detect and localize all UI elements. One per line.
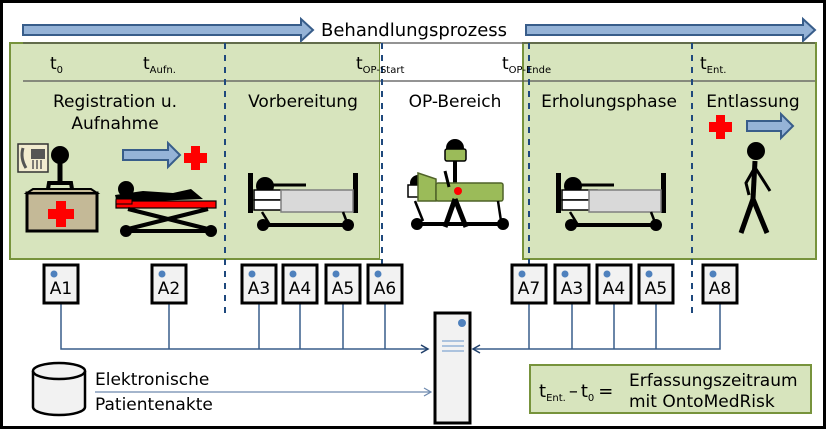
node-box: [595, 263, 633, 305]
bus-right: [471, 303, 721, 354]
node-a2: A2: [150, 263, 188, 305]
status-dot-icon: [709, 270, 717, 278]
database-label-1: Elektronische: [95, 370, 209, 390]
node-label: A5: [332, 279, 354, 299]
node-group: A1 A2 A3 A4 A5 A6 A7 A3 A4 A5 A8: [42, 263, 739, 305]
node-label: A4: [603, 279, 625, 299]
timepoint-top-ende: tOP-Ende: [502, 54, 551, 76]
status-dot-icon: [645, 270, 653, 278]
node-a8: A8: [701, 263, 739, 305]
red-cross-icon: [709, 115, 732, 139]
node-a3: A3: [553, 263, 591, 305]
exit-arrow-icon: [746, 111, 795, 141]
process-diagram: Behandlungsprozess t0 tAufn. tOP-Start t…: [9, 16, 817, 425]
node-box: [637, 263, 675, 305]
phase-label-vorbereitung: Vorbereitung: [248, 92, 358, 112]
node-label: A3: [561, 279, 583, 299]
node-label: A5: [645, 279, 667, 299]
node-box: [553, 263, 591, 305]
process-arrow-left: [22, 16, 315, 44]
node-a6: A6: [366, 263, 404, 305]
timepoint-t0: t0: [50, 54, 63, 76]
bus-left: [60, 303, 430, 354]
node-a4: A4: [595, 263, 633, 305]
node-box: [150, 263, 188, 305]
node-label: A4: [289, 279, 311, 299]
database-label-2: Patientenakte: [95, 395, 213, 415]
formula-rhs-1: Erfassungszeitraum: [629, 371, 798, 391]
formula-rhs-2: mit OntoMedRisk: [629, 392, 775, 412]
status-dot-icon: [158, 270, 166, 278]
timepoint-taufn: tAufn.: [143, 54, 176, 76]
node-label: A6: [374, 279, 396, 299]
status-dot-icon: [289, 270, 297, 278]
node-a5: A5: [324, 263, 362, 305]
status-dot-icon: [603, 270, 611, 278]
process-title: Behandlungsprozess: [321, 20, 507, 41]
status-dot-icon: [248, 270, 256, 278]
walking-person-icon: [738, 142, 772, 234]
phase-label-registration: Registration u.: [53, 92, 177, 112]
node-label: A1: [50, 279, 72, 299]
status-dot-icon: [561, 270, 569, 278]
timepoint-tent: tEnt.: [700, 54, 726, 76]
formula-lhs: tEnt.–t0=: [539, 381, 613, 404]
phase-label-erholungsphase: Erholungsphase: [541, 92, 677, 112]
connection-lines: [60, 303, 721, 354]
node-box: [366, 263, 404, 305]
phase-label-op-bereich: OP-Bereich: [409, 92, 502, 112]
node-a1: A1: [42, 263, 80, 305]
node-a4: A4: [281, 263, 319, 305]
node-box: [42, 263, 80, 305]
registration-desk-icon: [17, 143, 101, 233]
phase-dividers: [224, 43, 693, 317]
surgery-icon: [407, 139, 509, 230]
node-label: A7: [518, 279, 540, 299]
timepoint-top-start: tOP-Start: [356, 54, 404, 76]
node-box: [281, 263, 319, 305]
node-a7: A7: [510, 263, 548, 305]
node-box: [240, 263, 278, 305]
status-dot-icon: [332, 270, 340, 278]
node-a5: A5: [637, 263, 675, 305]
status-dot-icon: [518, 270, 526, 278]
node-label: A3: [248, 279, 270, 299]
node-label: A8: [709, 279, 731, 299]
process-arrow-right: [525, 16, 817, 44]
status-dot-icon: [50, 270, 58, 278]
status-dot-icon: [374, 270, 382, 278]
node-box: [324, 263, 362, 305]
database-icon: [31, 361, 87, 417]
red-cross-icon: [184, 146, 207, 170]
node-box: [510, 263, 548, 305]
hospital-bed-icon: [556, 173, 666, 231]
hospital-bed-icon: [248, 173, 358, 231]
node-label: A2: [158, 279, 180, 299]
phase-label-entlassung: Entlassung: [706, 92, 799, 112]
formula-box: [529, 364, 812, 414]
server-icon: [433, 311, 472, 425]
node-box: [701, 263, 739, 305]
phase-label-registration-2: Aufnahme: [71, 114, 158, 134]
stretcher-icon: [115, 181, 217, 237]
node-a3: A3: [240, 263, 278, 305]
transfer-arrow-icon: [122, 140, 182, 170]
